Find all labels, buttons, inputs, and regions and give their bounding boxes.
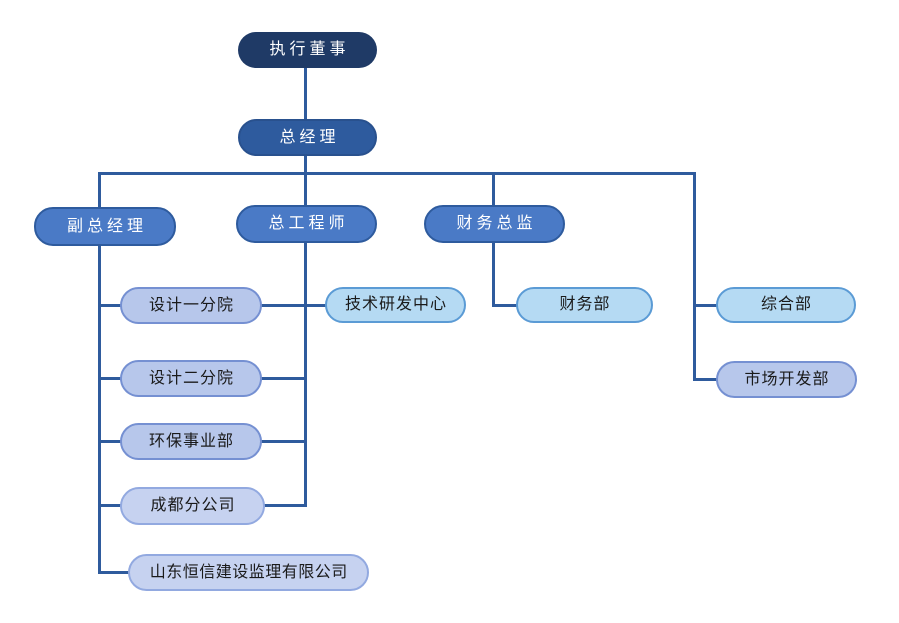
connector-line [260,377,306,380]
connector-line [693,378,718,381]
org-node-general-affairs-dept: 综合部 [716,287,856,323]
org-node-finance-dept: 财务部 [516,287,653,323]
connector-line [98,172,696,175]
org-node-shandong-hengxin-supervision-co: 山东恒信建设监理有限公司 [128,554,369,591]
org-node-tech-rd-center: 技术研发中心 [325,287,466,323]
connector-line [260,304,306,307]
connector-line [98,440,122,443]
connector-line [492,304,518,307]
org-node-general-manager: 总经理 [238,119,377,156]
connector-line [98,245,101,574]
connector-line [98,172,101,208]
connector-line [304,172,307,206]
org-node-environmental-division: 环保事业部 [120,423,262,460]
connector-line [263,504,306,507]
connector-line [304,155,307,173]
connector-line [98,304,122,307]
connector-line [304,242,307,507]
org-node-deputy-general-manager: 副总经理 [34,207,176,246]
org-node-design-branch-2: 设计二分院 [120,360,262,397]
org-node-executive-director: 执行董事 [238,32,377,68]
org-node-chief-engineer: 总工程师 [236,205,377,243]
connector-line [693,304,718,307]
connector-line [693,172,696,381]
org-node-design-branch-1: 设计一分院 [120,287,262,324]
connector-line [98,377,122,380]
connector-line [492,242,495,307]
connector-line [260,440,306,443]
connector-line [98,504,122,507]
connector-line [304,67,307,120]
org-node-finance-director: 财务总监 [424,205,565,243]
connector-line [305,304,327,307]
connector-line [98,571,130,574]
org-node-market-development-dept: 市场开发部 [716,361,857,398]
org-node-chengdu-branch: 成都分公司 [120,487,265,525]
connector-line [492,172,495,206]
